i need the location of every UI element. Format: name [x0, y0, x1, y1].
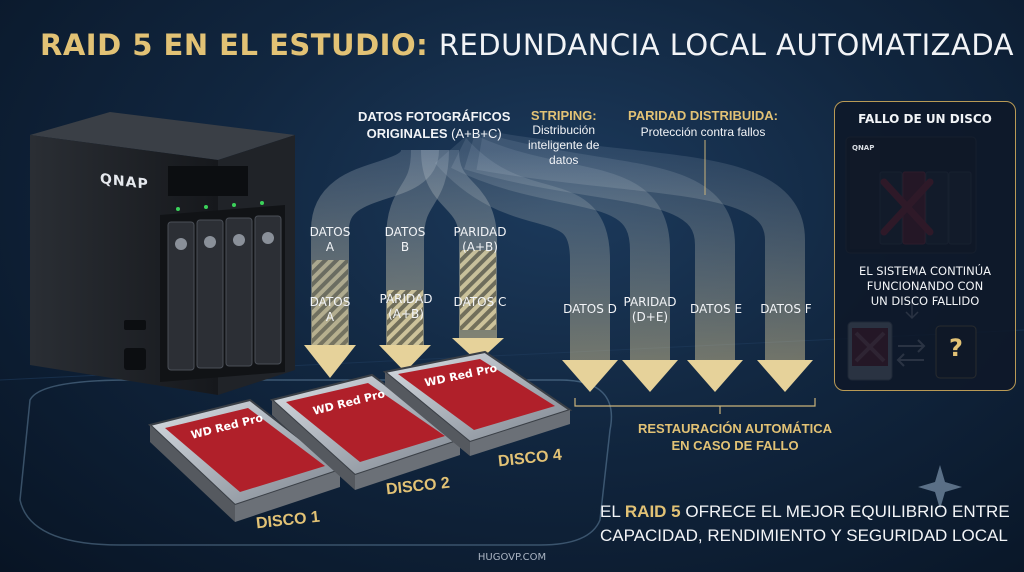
nas-status-leds: [176, 201, 264, 211]
floor-outline: [19, 379, 613, 546]
restore-label: RESTAURACIÓN AUTOMÁTICA EN CASO DE FALLO: [610, 420, 860, 454]
failure-panel-text: EL SISTEMA CONTINÚA FUNCIONANDO CON UN D…: [858, 264, 992, 308]
striping-label: STRIPING: Distribución inteligente de da…: [528, 108, 599, 168]
nas-power: [124, 348, 146, 370]
source-line-1: DATOS FOTOGRÁFICOS: [358, 109, 511, 124]
striping-text-3: datos: [549, 153, 579, 167]
nas-display: [168, 166, 248, 196]
arrowhead-3: [452, 338, 504, 362]
restore-line-2: EN CASO DE FALLO: [671, 438, 799, 453]
nas-top: [30, 112, 295, 160]
disk-1-graphic: [147, 398, 343, 522]
arrowhead-7: [757, 360, 813, 392]
conclusion-text: EL RAID 5 OFRECE EL MEJOR EQUILIBRIO ENT…: [600, 500, 1010, 548]
parity-hatch-1: [312, 260, 348, 345]
parity-heading: PARIDAD DISTRIBUIDA:: [628, 108, 778, 123]
flow-arrowheads: [304, 338, 813, 392]
flow-stream-7: [476, 130, 805, 360]
restore-line-1: RESTAURACIÓN AUTOMÁTICA: [637, 421, 833, 436]
source-label: DATOS FOTOGRÁFICOS ORIGINALES (A+B+C): [358, 108, 510, 142]
page-title: RAID 5 EN EL ESTUDIO: REDUNDANCIA LOCAL …: [40, 28, 1014, 62]
striping-heading: STRIPING:: [530, 108, 597, 123]
arrowhead-6: [687, 360, 743, 392]
data-flow-streams: [311, 130, 805, 360]
disk-2-graphic: [269, 373, 463, 490]
flow-4-bottom-label: DATOS D: [563, 302, 617, 316]
parity-label: PARIDAD DISTRIBUIDA: Protección contra f…: [628, 108, 778, 140]
arrowhead-5: [622, 360, 678, 392]
striping-text-1: Distribución: [532, 123, 596, 137]
conclusion-line-1: EL RAID 5 OFRECE EL MEJOR EQUILIBRIO ENT…: [600, 502, 1010, 521]
failure-nas-brand: QNAP: [852, 144, 875, 152]
parity-hatch-3: [460, 250, 496, 330]
unknown-disk-symbol: ?: [949, 334, 963, 362]
parity-hatch-2: [387, 290, 423, 345]
title-highlight: RAID 5 EN EL ESTUDIO:: [40, 28, 429, 62]
flow-6-bottom-label: DATOS E: [689, 302, 743, 316]
flow-7-bottom-label: DATOS F: [760, 302, 812, 316]
nas-drive-bays: [167, 215, 282, 371]
flow-3-bottom-label: DATOS C: [453, 295, 507, 309]
source-line-2-rest: (A+B+C): [447, 126, 502, 141]
flow-5-bottom-label: PARIDAD(D+E): [623, 295, 677, 324]
conclusion-line-2: CAPACIDAD, RENDIMIENTO Y SEGURIDAD LOCAL: [600, 526, 1008, 545]
restore-bracket: [574, 398, 816, 414]
disk-3-graphic: [382, 350, 573, 456]
footer-credit: HUGOVP.COM: [477, 552, 547, 563]
striping-text-2: inteligente de: [528, 138, 600, 152]
source-line-2: ORIGINALES (A+B+C): [358, 125, 510, 142]
sparkle-icon: [918, 465, 962, 509]
source-line-2-bold: ORIGINALES: [366, 126, 448, 141]
flow-3-top-label: PARIDAD(A+B): [453, 225, 507, 254]
nas-device: [30, 112, 295, 395]
nas-port: [124, 320, 146, 330]
failure-panel: FALLO DE UN DISCO EL SISTEMA CONTINÚA FU…: [834, 101, 1016, 391]
arrowhead-1: [304, 345, 356, 378]
parity-text: Protección contra fallos: [640, 125, 766, 139]
arrowhead-2: [379, 345, 431, 372]
conclusion-highlight: RAID 5: [624, 502, 681, 521]
flow-2-bottom-label: PARIDAD(A+B): [379, 292, 433, 321]
arrowhead-4: [562, 360, 618, 392]
title-rest: REDUNDANCIA LOCAL AUTOMATIZADA: [438, 28, 1015, 62]
disk-group: [147, 350, 573, 522]
failure-panel-title: FALLO DE UN DISCO: [858, 112, 992, 126]
